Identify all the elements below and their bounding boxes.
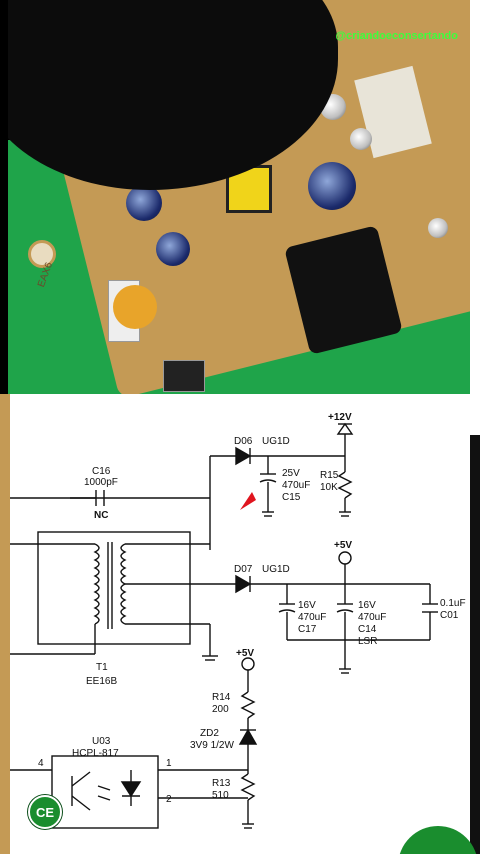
r13-value: 510: [212, 790, 229, 801]
pin-2: 2: [166, 794, 172, 805]
capacitor-blue-3: [308, 162, 356, 210]
c17-v: 16V: [298, 600, 316, 611]
right-strip: [470, 0, 480, 394]
u03-value: HCPL-817: [72, 748, 119, 759]
schematic-panel: C16 1000pF NC D06 UG1D +12V 25V 470uF C1…: [0, 394, 480, 854]
pin-4: 4: [38, 758, 44, 769]
red-arrow: [240, 492, 256, 510]
capacitor-white-2: [350, 128, 372, 150]
zd2-name: ZD2: [200, 728, 219, 739]
d06-value: UG1D: [262, 436, 290, 447]
varistor-orange: [113, 285, 157, 329]
r15-name: R15: [320, 470, 339, 481]
mounting-hole: [28, 240, 56, 268]
channel-logo-badge[interactable]: CE: [28, 795, 62, 829]
c16-value: 1000pF: [84, 477, 118, 488]
rail-5v-b: +5V: [236, 648, 254, 659]
d06-name: D06: [234, 436, 253, 447]
capacitor-blue-2: [156, 232, 190, 266]
c01-value: 0.1uF: [440, 598, 466, 609]
rail-5v-a: +5V: [334, 540, 352, 551]
c14-uf: 470uF: [358, 612, 386, 623]
schematic-diagram: C16 1000pF NC D06 UG1D +12V 25V 470uF C1…: [10, 412, 466, 829]
d07-value: UG1D: [262, 564, 290, 575]
u03-name: U03: [92, 736, 111, 747]
connector-black: [163, 360, 205, 392]
pcb-photo: EAX6: [8, 0, 470, 394]
c14-v: 16V: [358, 600, 376, 611]
c15-uf: 470uF: [282, 480, 310, 491]
r13-name: R13: [212, 778, 231, 789]
t1-value: EE16B: [86, 676, 117, 687]
rail-12v: +12V: [328, 412, 352, 423]
t1-name: T1: [96, 662, 108, 673]
r14-name: R14: [212, 692, 231, 703]
c15-v: 25V: [282, 468, 300, 479]
c01-name: C01: [440, 610, 459, 621]
c17-name: C17: [298, 624, 317, 635]
c14-name: C14: [358, 624, 377, 635]
r15-value: 10K: [320, 482, 338, 493]
c17-uf: 470uF: [298, 612, 326, 623]
right-strip-dark: [470, 435, 480, 854]
c16-name: C16: [92, 466, 111, 477]
pin-1: 1: [166, 758, 172, 769]
capacitor-blue-1: [126, 185, 162, 221]
c15-name: C15: [282, 492, 301, 503]
c14-note: LSR: [358, 636, 377, 647]
left-strip: [0, 394, 10, 854]
d07-name: D07: [234, 564, 253, 575]
c16-note: NC: [94, 510, 108, 521]
channel-watermark: @criandoeconsertando: [335, 30, 458, 42]
capacitor-white-3: [428, 218, 448, 238]
r14-value: 200: [212, 704, 229, 715]
zd2-value: 3V9 1/2W: [190, 740, 234, 751]
